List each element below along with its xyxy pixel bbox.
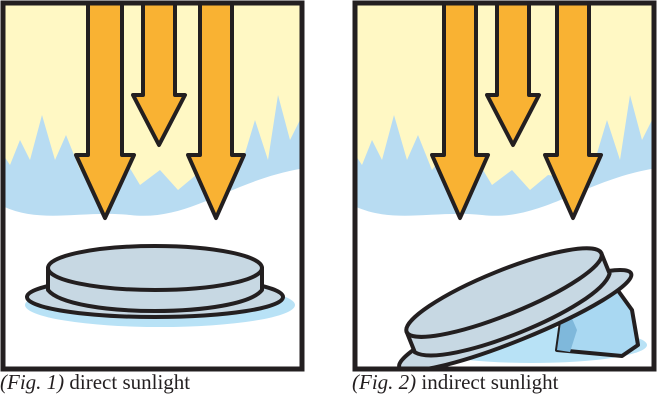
sun-arrow-right (543, 3, 603, 220)
panel-frame (352, 0, 657, 372)
tilted-dish (397, 246, 634, 369)
rock-shade (557, 300, 577, 352)
indirect-sunlight-illustration (352, 0, 657, 372)
sun-arrow-middle (485, 3, 541, 147)
panel-direct-sunlight (0, 0, 305, 372)
dish-top (404, 246, 604, 339)
caption-text: direct sunlight (64, 371, 191, 394)
caption-text: indirect sunlight (416, 371, 559, 394)
caption-indirect-sunlight: (Fig. 2) indirect sunlight (352, 371, 657, 394)
sun-arrow-middle (131, 3, 187, 147)
panel-indirect-sunlight (352, 0, 657, 372)
direct-sunlight-illustration (0, 0, 305, 372)
caption-direct-sunlight: (Fig. 1) direct sunlight (0, 371, 305, 394)
figure-reference: (Fig. 1) (0, 371, 65, 394)
sun-arrow-left (74, 3, 136, 220)
panel-frame (0, 0, 305, 372)
figure-reference: (Fig. 2) (352, 371, 417, 394)
sun-arrow-right (186, 3, 246, 220)
dish-top (46, 244, 264, 292)
sun-arrow-left (430, 3, 490, 220)
